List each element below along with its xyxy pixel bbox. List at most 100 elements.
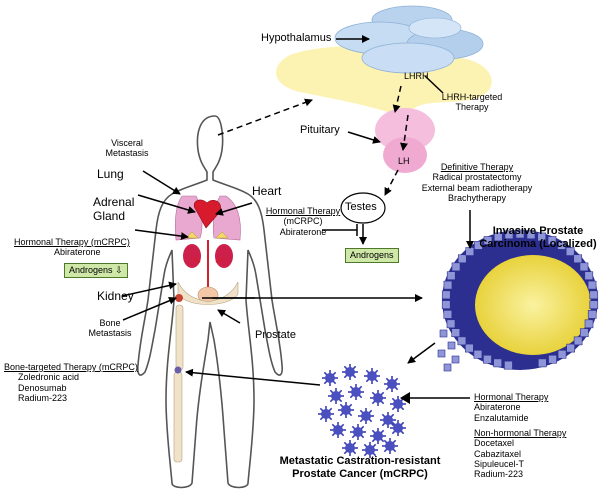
tumor-cell	[443, 280, 453, 290]
tumor-cell	[446, 319, 456, 329]
tumor-cell	[465, 343, 474, 353]
tumor-cell	[548, 354, 557, 364]
cancer-cell	[380, 412, 396, 428]
cancer-cell	[342, 440, 358, 456]
kidneys-graphic	[183, 240, 233, 300]
tumor-cell	[589, 290, 599, 300]
mcrpc-cell-cluster	[318, 364, 406, 458]
hypothalamus-graphic	[276, 5, 492, 148]
tumor-cell	[446, 271, 456, 281]
cancer-cell	[390, 396, 406, 412]
tumor-cell	[538, 358, 547, 368]
tumor-cell	[557, 349, 567, 359]
tumor-cell	[483, 236, 493, 245]
arrows	[121, 35, 474, 399]
androgens-center-box: Androgens	[345, 248, 399, 263]
tumor-cell	[465, 247, 475, 256]
tumor-cell	[587, 310, 597, 319]
tumor-cell	[573, 254, 583, 264]
pelvis-graphic	[177, 281, 239, 305]
cancer-cell	[330, 422, 346, 438]
tumor-cell	[573, 336, 583, 346]
cancer-cell	[328, 388, 344, 404]
label-lh: LH	[398, 156, 410, 166]
cancer-cell	[370, 428, 386, 444]
tumor-cell	[515, 229, 525, 239]
cancer-cell	[318, 406, 334, 422]
tumor-cell	[473, 349, 483, 359]
leg-bone-graphic	[173, 294, 184, 463]
cancer-cell	[364, 368, 380, 384]
cancer-cell	[370, 390, 386, 406]
label-hormonal-right: Hormonal Therapy Abiraterone Enzalutamid…	[474, 392, 549, 423]
cancer-cell	[322, 370, 338, 386]
tumor-cell	[451, 355, 460, 364]
label-hypothalamus: Hypothalamus	[261, 32, 332, 44]
tumor-cell	[579, 328, 589, 338]
tumor-cell	[587, 280, 597, 290]
arrow-down-icon: ⇩	[115, 265, 123, 275]
tumor-cell	[504, 230, 514, 240]
label-kidney: Kidney	[97, 289, 134, 303]
androgens-left-box: Androgens ⇩	[64, 263, 128, 278]
tumor-cell	[441, 300, 451, 309]
tumor-cell	[493, 358, 502, 368]
testes-circle	[340, 192, 386, 224]
tumor-cell	[547, 236, 557, 245]
tumor-cell	[474, 241, 483, 250]
cancer-cell	[358, 408, 374, 424]
label-nonhormonal-therapy: Non-hormonal Therapy Docetaxel Cabazitax…	[474, 428, 567, 480]
tumor-cell	[584, 319, 594, 329]
label-lung: Lung	[97, 167, 124, 181]
adrenal-graphic	[185, 231, 229, 239]
tumor-cell	[457, 336, 467, 346]
tumor-cell	[565, 247, 575, 256]
tumor-cell	[451, 262, 461, 272]
tumor-cell	[441, 290, 451, 300]
tumor-cell	[557, 241, 566, 250]
cancer-cell	[390, 420, 406, 436]
label-testes: Testes	[345, 201, 377, 213]
tumor-cell	[451, 328, 461, 338]
tumor-cell	[504, 360, 513, 370]
cancer-cell	[348, 384, 364, 400]
cancer-cell	[342, 364, 358, 380]
tumor-cell	[443, 363, 452, 372]
cancer-cell	[338, 402, 354, 418]
label-bone-therapy: Bone-targeted Therapy (mCRPC) Zoledronic…	[4, 362, 138, 404]
label-hormonal-center: Hormonal Therapy (mCRPC) Abiraterone	[265, 206, 341, 237]
label-lhrh: LHRH	[404, 71, 429, 81]
tumor-cell	[526, 230, 536, 240]
tumor-cell	[457, 254, 467, 264]
label-hormonal-left: Hormonal Therapy (mCRPC) Abiraterone	[14, 237, 130, 258]
label-definitive-therapy: Definitive Therapy Radical prostatectomy…	[421, 162, 533, 204]
tumor-cell	[443, 310, 453, 319]
tumor-cell	[566, 343, 575, 353]
mcrpc-arrowhead	[400, 392, 410, 404]
tumor-cell	[493, 232, 503, 242]
pituitary-graphic	[375, 108, 435, 173]
tumor-cell	[483, 354, 492, 364]
tumor-cells	[437, 229, 599, 372]
tumor-cell	[584, 271, 594, 281]
label-heart: Heart	[252, 184, 282, 198]
cancer-cell	[384, 376, 400, 392]
label-prostate: Prostate	[255, 329, 296, 341]
tumor-cell	[537, 232, 547, 242]
tumor-cell	[439, 329, 448, 338]
cancer-cell	[382, 438, 398, 454]
tumor-cell	[437, 349, 446, 358]
tumor-cell	[579, 262, 589, 272]
invasive-tumor-graphic	[442, 230, 598, 370]
tumor-cell	[447, 341, 456, 350]
label-pituitary: Pituitary	[300, 124, 340, 136]
tumor-cell	[589, 300, 599, 309]
